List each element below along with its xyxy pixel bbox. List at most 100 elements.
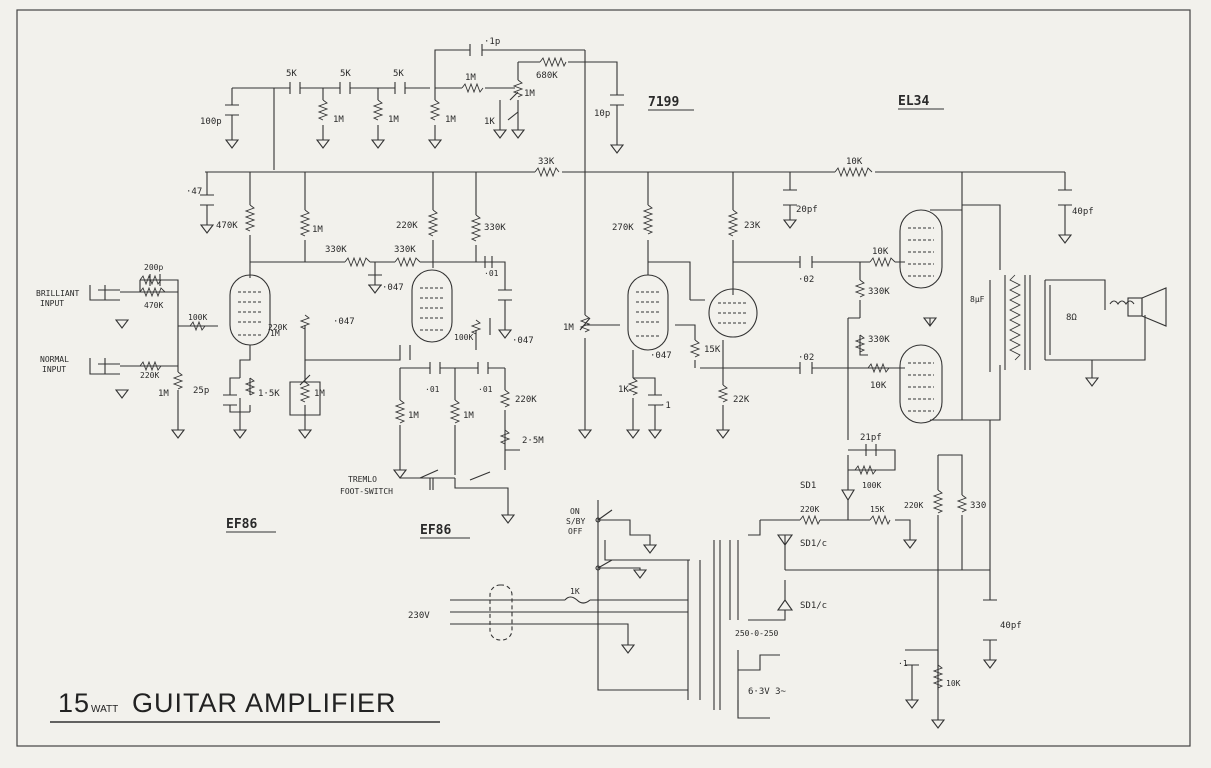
heater-label: 6·3V 3~ (748, 687, 787, 697)
label-25p: 25p (193, 386, 209, 396)
label-1m-e: 1M (524, 89, 535, 99)
tube-labels: EF86 EF86 7199 EL34 (226, 94, 944, 539)
label-10k-d: 10K (946, 679, 961, 688)
label-1m-f: 1M (312, 225, 323, 235)
label-15k-b: 15K (870, 505, 885, 514)
label-047-e: ·047 (650, 351, 672, 361)
ef86-v2-envelope (411, 269, 453, 343)
mains-voltage-label: 230V (408, 611, 430, 621)
label-1m-d: 1M (465, 73, 476, 83)
label-5k-b: 5K (340, 69, 351, 79)
label-470k-b: 470K (144, 301, 163, 310)
fuse-icon (564, 596, 591, 604)
label-220k-d: 220K (268, 323, 287, 332)
label-330k-e: 330K (868, 335, 890, 345)
label-100k-b: 100K (454, 333, 473, 342)
label-02-a: ·02 (798, 275, 814, 285)
label-10k-b: 10K (872, 247, 889, 257)
label-220k-b-alt: 1M (270, 329, 280, 338)
output-transformer (1004, 274, 1051, 370)
speaker-icon (1109, 287, 1167, 327)
ecc-7199-triode-envelope (708, 288, 758, 338)
label-330k-d: 330K (868, 287, 890, 297)
label-047-d: ·047 (512, 336, 534, 346)
label-10k-c: 10K (870, 381, 887, 391)
label-22k: 22K (733, 395, 750, 405)
label-10k-a: 10K (846, 157, 863, 167)
el34-upper-envelope (899, 209, 943, 289)
normal-input-jack-icon (89, 358, 120, 375)
title-block: 15 WATT GUITAR AMPLIFIER (50, 688, 440, 723)
label-1m-k: 1M (563, 323, 574, 333)
mains-plug-icon (489, 584, 513, 641)
label-1k-a: 1K (484, 117, 495, 127)
label-1m-h: 1M (158, 389, 169, 399)
label-047-b: ·047 (382, 283, 404, 293)
label-100k-c: 100K (862, 481, 881, 490)
component-values: 5K 5K 5K 100p 1M 1M 1M 1M 1K 1M 680K 10p… (140, 37, 1094, 688)
label-5k-a: 5K (286, 69, 297, 79)
label-1m-g: 1M (314, 389, 325, 399)
label-1k-b: 1K (618, 385, 629, 395)
valves (229, 209, 943, 424)
label-270k: 270K (612, 223, 634, 233)
label-047-a: ·47 (186, 187, 202, 197)
rectifier-label-sd1c-b: SD1/c (800, 601, 827, 611)
label-01-c: ·01 (478, 385, 493, 394)
tremolo-label: TREMLO (348, 475, 377, 484)
label-1m-a: 1M (333, 115, 344, 125)
speaker-impedance-label: 8Ω (1066, 313, 1077, 323)
label-200p: 200p (144, 263, 163, 272)
wiring (120, 49, 1146, 720)
label-680k: 680K (536, 71, 558, 81)
switch-off-label: OFF (568, 527, 583, 536)
label-2-5m: 2·5M (522, 436, 544, 446)
label-40pf-a: 40pf (1072, 207, 1094, 217)
resistors (139, 56, 968, 689)
label-330: 330 (970, 501, 986, 511)
label-01-b: ·01 (425, 385, 440, 394)
sheet-border (16, 9, 1191, 747)
label-330k-c: 330K (484, 223, 506, 233)
title-number: 15 (58, 688, 90, 718)
label-047-c: ·047 (333, 317, 355, 327)
ef86-v1-envelope (229, 274, 271, 346)
label-100p: 100p (200, 117, 222, 127)
label-0-1-a: ·1 (660, 401, 671, 411)
normal-input-label: NORMAL (40, 355, 69, 364)
label-0-1p: ·1p (484, 37, 500, 47)
label-1k-fuse: 1K (570, 587, 580, 596)
switch-standby-label: S/BY (566, 517, 585, 526)
label-220k-e: 220K (515, 395, 537, 405)
label-21pf: 21pf (860, 433, 882, 443)
label-33k: 33K (538, 157, 555, 167)
label-23k: 23K (744, 221, 761, 231)
tube-label-7199: 7199 (648, 95, 679, 110)
brilliant-input-label-2: INPUT (40, 299, 64, 308)
trimmer-potentiometer-icons (299, 91, 591, 386)
label-20pf: 20pf (796, 205, 818, 215)
label-15k-a: 15K (704, 345, 721, 355)
label-470k-a: 470K (216, 221, 238, 231)
label-220k-g: 220K (800, 505, 819, 514)
rectifier-label-sd1c-a: SD1/c (800, 539, 827, 549)
annotations: BRILLIANT INPUT NORMAL INPUT TREMLO FOOT… (36, 289, 1077, 697)
label-1-5k: 1·5K (258, 389, 280, 399)
label-1m-b: 1M (388, 115, 399, 125)
switch-on-label: ON (570, 507, 580, 516)
transformers (89, 91, 1167, 710)
label-1m-i: 1M (408, 411, 419, 421)
label-1m-c: 1M (445, 115, 456, 125)
label-8uf: 8μF (970, 295, 985, 304)
label-02-b: ·02 (798, 353, 814, 363)
label-220k-f: 220K (904, 501, 923, 510)
label-220k-c: 220K (396, 221, 418, 231)
standby-switch-icon (595, 509, 613, 571)
label-330k-a: 330K (325, 245, 347, 255)
tube-label-ef86-1: EF86 (226, 517, 257, 532)
label-330k-b: 330K (394, 245, 416, 255)
tube-label-el34: EL34 (898, 94, 929, 109)
label-0-1-b: ·1 (898, 659, 908, 668)
